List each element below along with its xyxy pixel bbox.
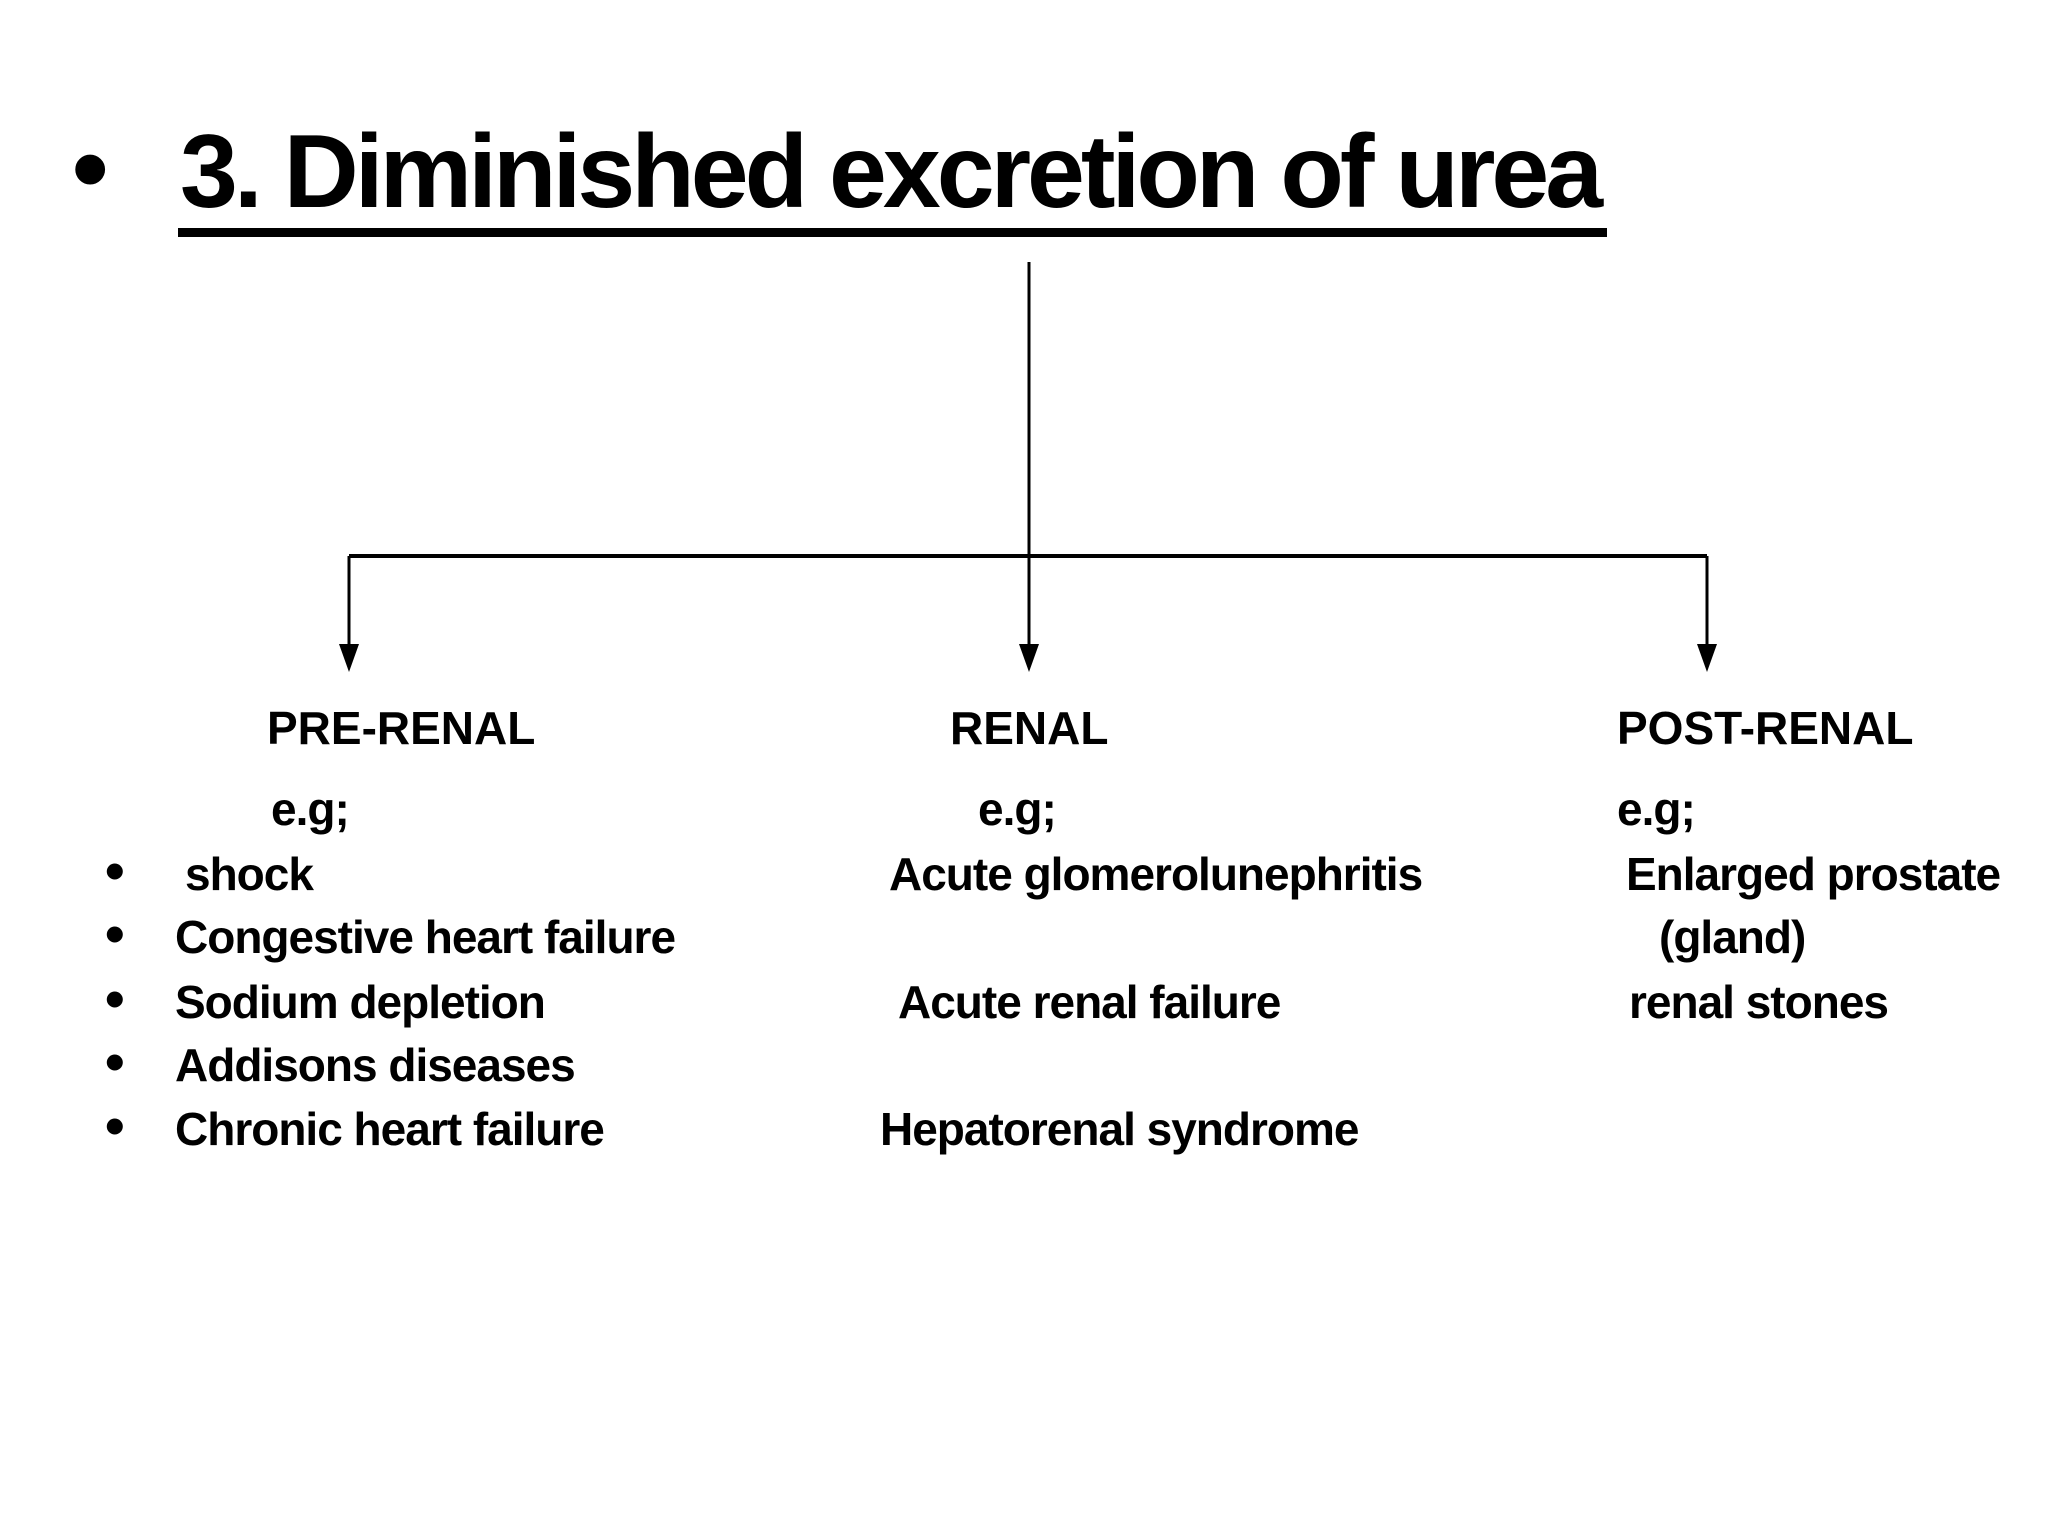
bullet-icon: •: [105, 1030, 125, 1093]
post-renal-item: renal stones: [1629, 976, 1889, 1028]
list-item: • Addisons diseases: [105, 1030, 576, 1093]
list-item: • Sodium depletion: [105, 967, 546, 1030]
renal-arrowhead-icon: [1019, 644, 1039, 672]
post-renal-item: (gland): [1659, 911, 1806, 963]
list-item: • Congestive heart failure: [105, 902, 676, 965]
list-item-label: Congestive heart failure: [175, 911, 676, 963]
list-item: • shock: [105, 839, 314, 902]
title-bullet-icon: •: [72, 111, 109, 227]
bullet-icon: •: [105, 839, 125, 902]
list-item-label: shock: [185, 848, 314, 900]
renal-header: RENAL: [950, 702, 1109, 754]
renal-item: Acute glomerolunephritis: [889, 848, 1423, 900]
post-renal-header: POST-RENAL: [1617, 702, 1914, 754]
pre-renal-arrowhead-icon: [339, 644, 359, 672]
renal-item: Hepatorenal syndrome: [880, 1103, 1359, 1155]
post-renal-eg-label: e.g;: [1617, 783, 1696, 835]
post-renal-item: Enlarged prostate: [1626, 848, 2001, 900]
list-item-label: Sodium depletion: [175, 976, 546, 1028]
list-item: • Chronic heart failure: [105, 1094, 605, 1157]
list-item-label: Addisons diseases: [175, 1039, 576, 1091]
bullet-icon: •: [105, 967, 125, 1030]
renal-eg-label: e.g;: [978, 783, 1057, 835]
pre-renal-eg-label: e.g;: [271, 783, 350, 835]
list-item-label: Chronic heart failure: [175, 1103, 605, 1155]
renal-item: Acute renal failure: [898, 976, 1281, 1028]
page-title: 3. Diminished excretion of urea: [178, 120, 1608, 237]
bullet-icon: •: [105, 902, 125, 965]
pre-renal-header: PRE-RENAL: [267, 702, 536, 754]
bullet-icon: •: [105, 1094, 125, 1157]
post-renal-arrowhead-icon: [1697, 644, 1717, 672]
